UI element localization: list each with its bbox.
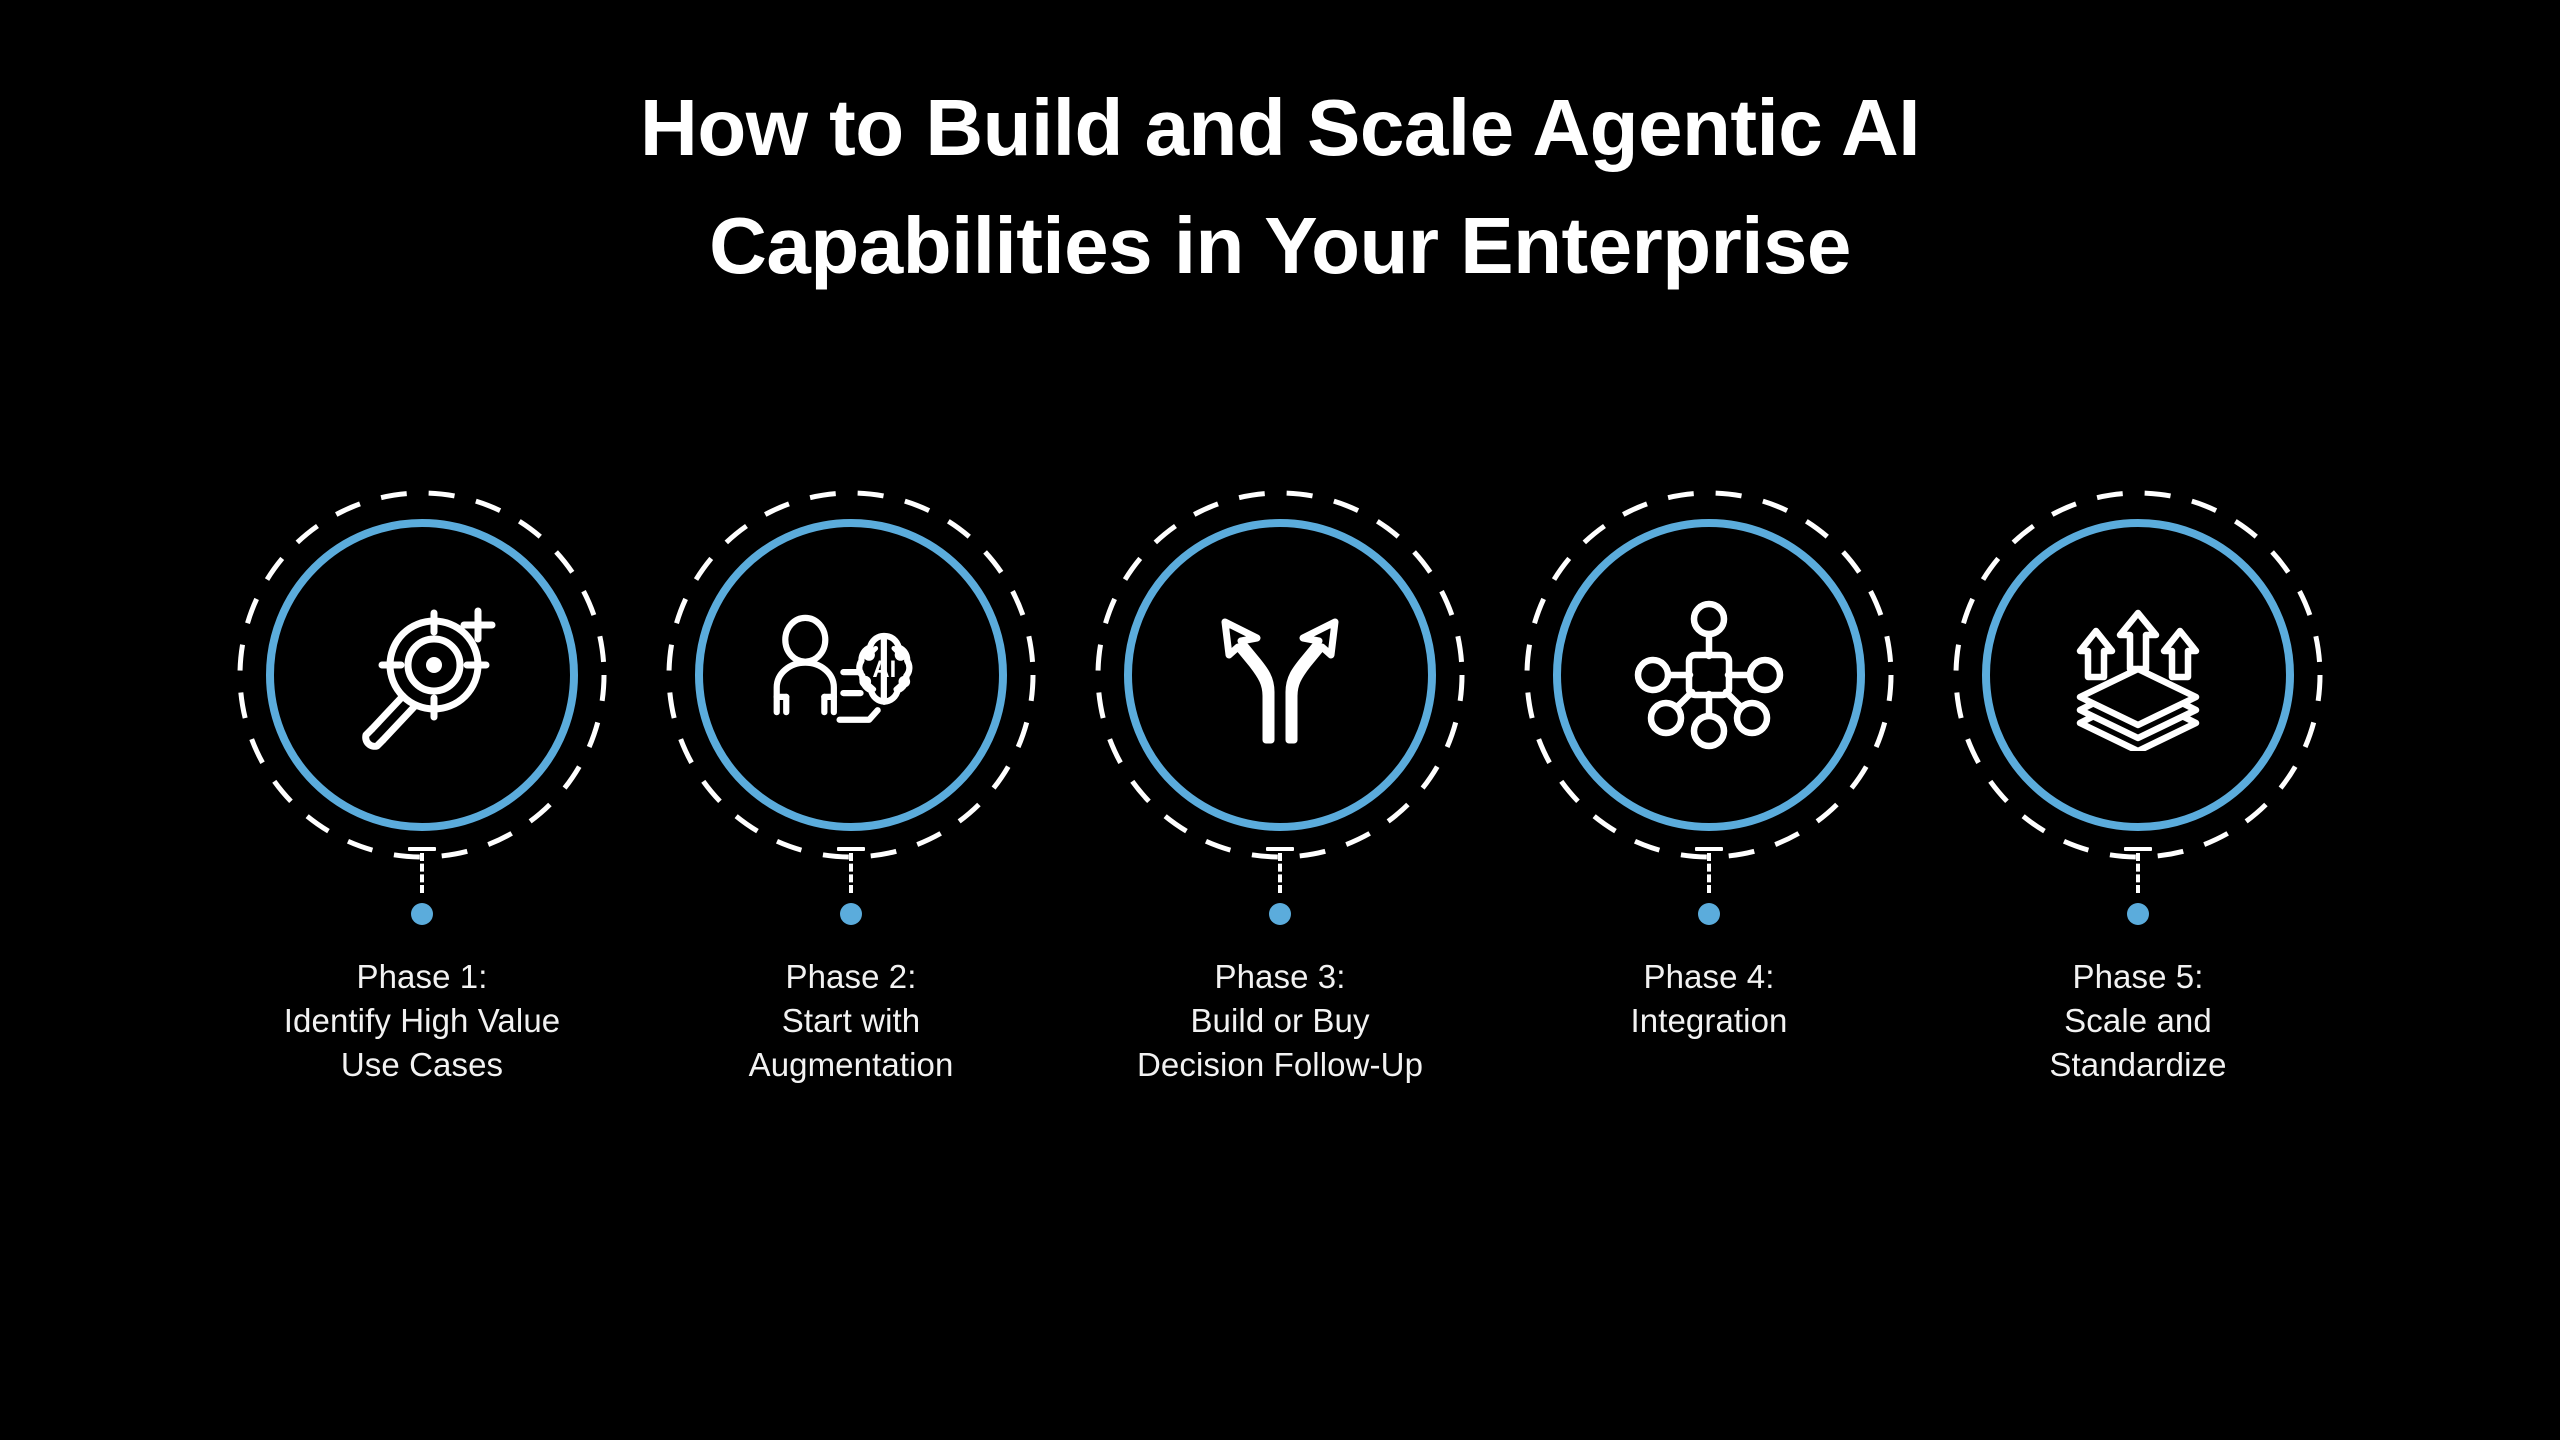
connector-dashed-line (1707, 853, 1711, 893)
phase-item-5[interactable]: Phase 5: Scale and Standardize (1924, 485, 2352, 1087)
phase-3-connector (1250, 847, 1310, 933)
phase-2-circle-badge: AI (631, 485, 1071, 865)
connector-dot (2127, 903, 2149, 925)
phase-row: Phase 1: Identify High Value Use Cases (208, 485, 2352, 1087)
connector-dot (1269, 903, 1291, 925)
phase-2-rings (666, 490, 1036, 860)
page-title: How to Build and Scale Agentic AI Capabi… (0, 88, 2560, 286)
person-ai-brain-icon: AI (771, 595, 931, 755)
phase-4-rings (1524, 490, 1894, 860)
phase-item-3[interactable]: Phase 3: Build or Buy Decision Follow-Up (1066, 485, 1494, 1087)
phase-1-rings (237, 490, 607, 860)
connector-dot (411, 903, 433, 925)
phase-2-label: Phase 2: Start with Augmentation (748, 958, 954, 1083)
stacked-layers-up-arrows-icon (2058, 595, 2218, 755)
connector-cap (1266, 847, 1294, 851)
connector-dot (1698, 903, 1720, 925)
magnifier-target-plus-icon (342, 595, 502, 755)
phase-4-label: Phase 4: Integration (1630, 958, 1788, 1039)
forked-arrow-decision-icon (1200, 595, 1360, 755)
phase-5-connector (2108, 847, 2168, 933)
phase-3-circle-badge (1060, 485, 1500, 865)
phase-5-label: Phase 5: Scale and Standardize (2049, 958, 2227, 1083)
connector-cap (2124, 847, 2152, 851)
phase-5-rings (1953, 490, 2323, 860)
phase-3-rings (1095, 490, 1465, 860)
page-title-line-1: How to Build and Scale Agentic AI (640, 83, 1920, 172)
phase-1-circle-badge (202, 485, 642, 865)
connector-dot (840, 903, 862, 925)
phase-3-label: Phase 3: Build or Buy Decision Follow-Up (1136, 958, 1424, 1083)
connector-cap (1695, 847, 1723, 851)
page-title-line-2: Capabilities in Your Enterprise (709, 201, 1851, 290)
phase-item-2[interactable]: AI Phase 2: Start with Augmentation (637, 485, 1065, 1087)
connector-dashed-line (849, 853, 853, 893)
svg-text:AI: AI (872, 656, 896, 683)
phase-item-1[interactable]: Phase 1: Identify High Value Use Cases (208, 485, 636, 1087)
connector-dashed-line (1278, 853, 1282, 893)
phase-5-circle-badge (1918, 485, 2358, 865)
phase-1-label: Phase 1: Identify High Value Use Cases (283, 958, 561, 1083)
connector-dashed-line (2136, 853, 2140, 893)
phase-item-4[interactable]: Phase 4: Integration (1495, 485, 1923, 1043)
phase-4-connector (1679, 847, 1739, 933)
phase-1-connector (392, 847, 452, 933)
phase-4-circle-badge (1489, 485, 1929, 865)
phase-2-connector (821, 847, 881, 933)
network-hub-nodes-icon (1629, 595, 1789, 755)
connector-cap (408, 847, 436, 851)
connector-cap (837, 847, 865, 851)
connector-dashed-line (420, 853, 424, 893)
